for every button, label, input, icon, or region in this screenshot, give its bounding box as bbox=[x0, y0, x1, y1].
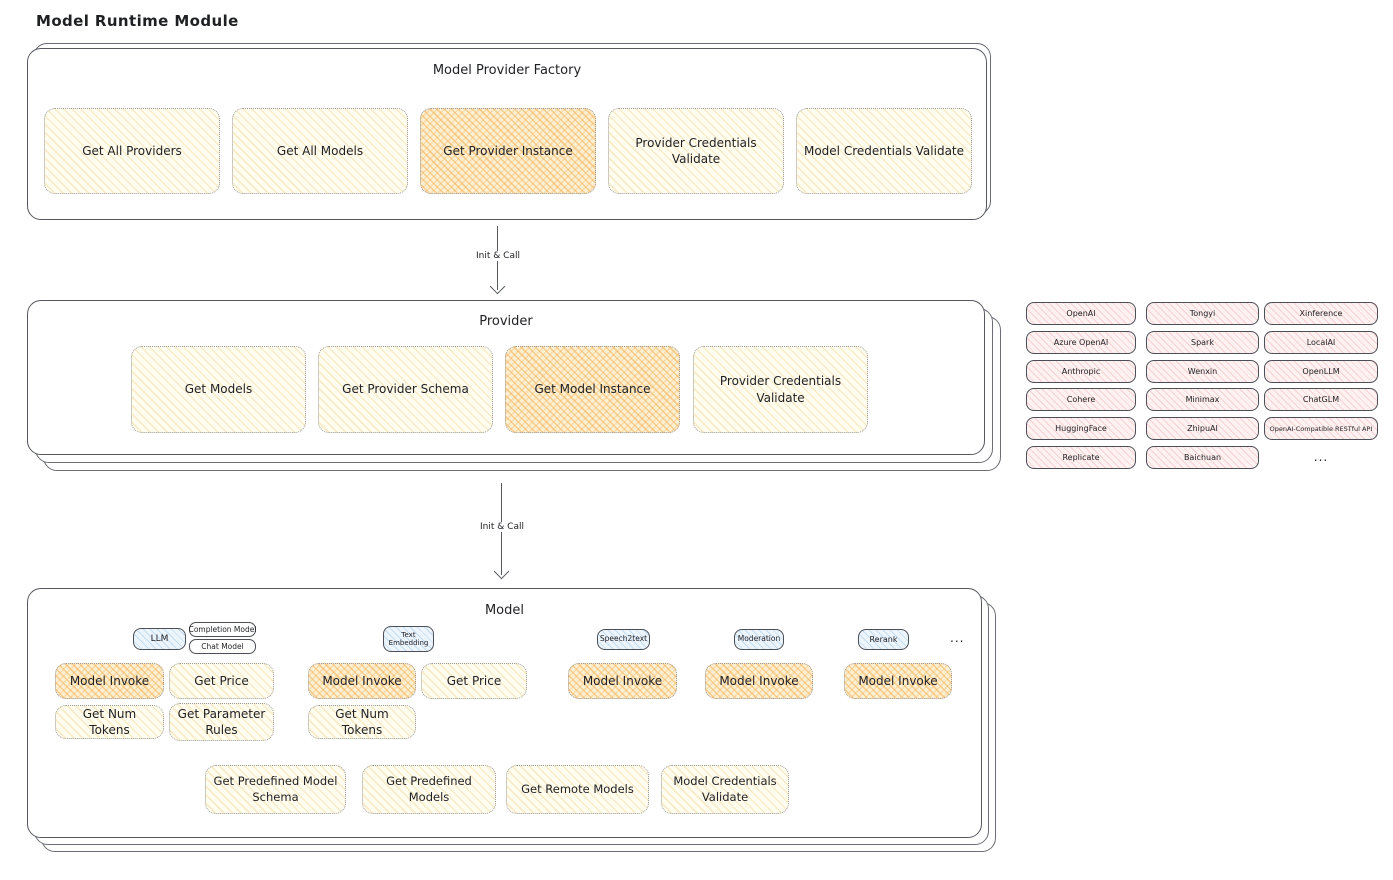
node-get-model-instance: Get Model Instance bbox=[505, 346, 680, 433]
provider-chip-minimax: Minimax bbox=[1146, 388, 1259, 411]
tabs-ellipsis: ... bbox=[950, 631, 965, 645]
provider-chips-ellipsis: ... bbox=[1313, 450, 1329, 464]
diagram-title: Model Runtime Module bbox=[36, 12, 239, 30]
provider-chip-zhipuai: ZhipuAI bbox=[1146, 417, 1259, 440]
model-title: Model bbox=[484, 603, 525, 618]
node-rerank-model-invoke: Model Invoke bbox=[844, 663, 952, 699]
provider-chip-anthropic: Anthropic bbox=[1026, 360, 1136, 383]
tab-text-embedding: Text Embedding bbox=[383, 626, 434, 652]
node-get-remote-models: Get Remote Models bbox=[506, 765, 649, 814]
node-llm-model-invoke: Model Invoke bbox=[55, 663, 164, 699]
model-provider-factory-container: Model Provider Factory Get All Providers… bbox=[27, 48, 987, 220]
tab-moderation: Moderation bbox=[734, 629, 784, 650]
provider-chip-azure-openai: Azure OpenAI bbox=[1026, 331, 1136, 354]
node-get-predefined-model-schema: Get Predefined Model Schema bbox=[205, 765, 346, 814]
provider-chip-xinference: Xinference bbox=[1264, 302, 1378, 325]
node-llm-get-num-tokens: Get Num Tokens bbox=[55, 705, 164, 739]
model-container: Model LLM Completion Model Chat Model Te… bbox=[27, 588, 982, 838]
tab-speech2text: Speech2text bbox=[597, 629, 650, 650]
provider-chip-wenxin: Wenxin bbox=[1146, 360, 1259, 383]
node-te-get-price: Get Price bbox=[421, 663, 527, 699]
node-provider-credentials-validate: Provider Credentials Validate bbox=[608, 108, 784, 194]
node-get-predefined-models: Get Predefined Models bbox=[362, 765, 496, 814]
node-provider-credentials-validate-2: Provider Credentials Validate bbox=[693, 346, 868, 433]
node-llm-get-price: Get Price bbox=[169, 663, 274, 699]
node-moderation-model-invoke: Model Invoke bbox=[705, 663, 813, 699]
provider-chip-openllm: OpenLLM bbox=[1264, 360, 1378, 383]
provider-chip-localai: LocalAI bbox=[1264, 331, 1378, 354]
node-s2t-model-invoke: Model Invoke bbox=[568, 663, 677, 699]
provider-chip-baichuan: Baichuan bbox=[1146, 446, 1259, 469]
node-te-get-num-tokens: Get Num Tokens bbox=[308, 705, 416, 739]
provider-chip-tongyi: Tongyi bbox=[1146, 302, 1259, 325]
node-get-provider-instance: Get Provider Instance bbox=[420, 108, 596, 194]
arrow-label-init-call-1: Init & Call bbox=[471, 251, 525, 261]
provider-container: Provider Get Models Get Provider Schema … bbox=[27, 300, 985, 455]
provider-title: Provider bbox=[479, 314, 533, 329]
provider-chip-cohere: Cohere bbox=[1026, 388, 1136, 411]
provider-chip-replicate: Replicate bbox=[1026, 446, 1136, 469]
node-llm-get-parameter-rules: Get Parameter Rules bbox=[169, 703, 274, 741]
provider-chip-openai-compatible-restful-api: OpenAI-Compatible RESTful API bbox=[1264, 417, 1378, 440]
provider-chip-openai: OpenAI bbox=[1026, 302, 1136, 325]
node-get-all-providers: Get All Providers bbox=[44, 108, 220, 194]
tab-chat-model: Chat Model bbox=[189, 639, 256, 654]
provider-chip-huggingface: HuggingFace bbox=[1026, 417, 1136, 440]
node-get-provider-schema: Get Provider Schema bbox=[318, 346, 493, 433]
node-get-models: Get Models bbox=[131, 346, 306, 433]
node-te-model-invoke: Model Invoke bbox=[308, 663, 416, 699]
tab-completion-model: Completion Model bbox=[189, 622, 256, 637]
arrow-label-init-call-2: Init & Call bbox=[475, 522, 529, 532]
provider-chip-chatglm: ChatGLM bbox=[1264, 388, 1378, 411]
node-get-all-models: Get All Models bbox=[232, 108, 408, 194]
provider-chip-spark: Spark bbox=[1146, 331, 1259, 354]
node-model-credentials-validate: Model Credentials Validate bbox=[796, 108, 972, 194]
factory-title: Model Provider Factory bbox=[432, 63, 582, 78]
tab-llm: LLM bbox=[133, 628, 186, 650]
tab-rerank: Rerank bbox=[858, 629, 909, 650]
node-model-credentials-validate-2: Model Credentials Validate bbox=[661, 765, 789, 814]
